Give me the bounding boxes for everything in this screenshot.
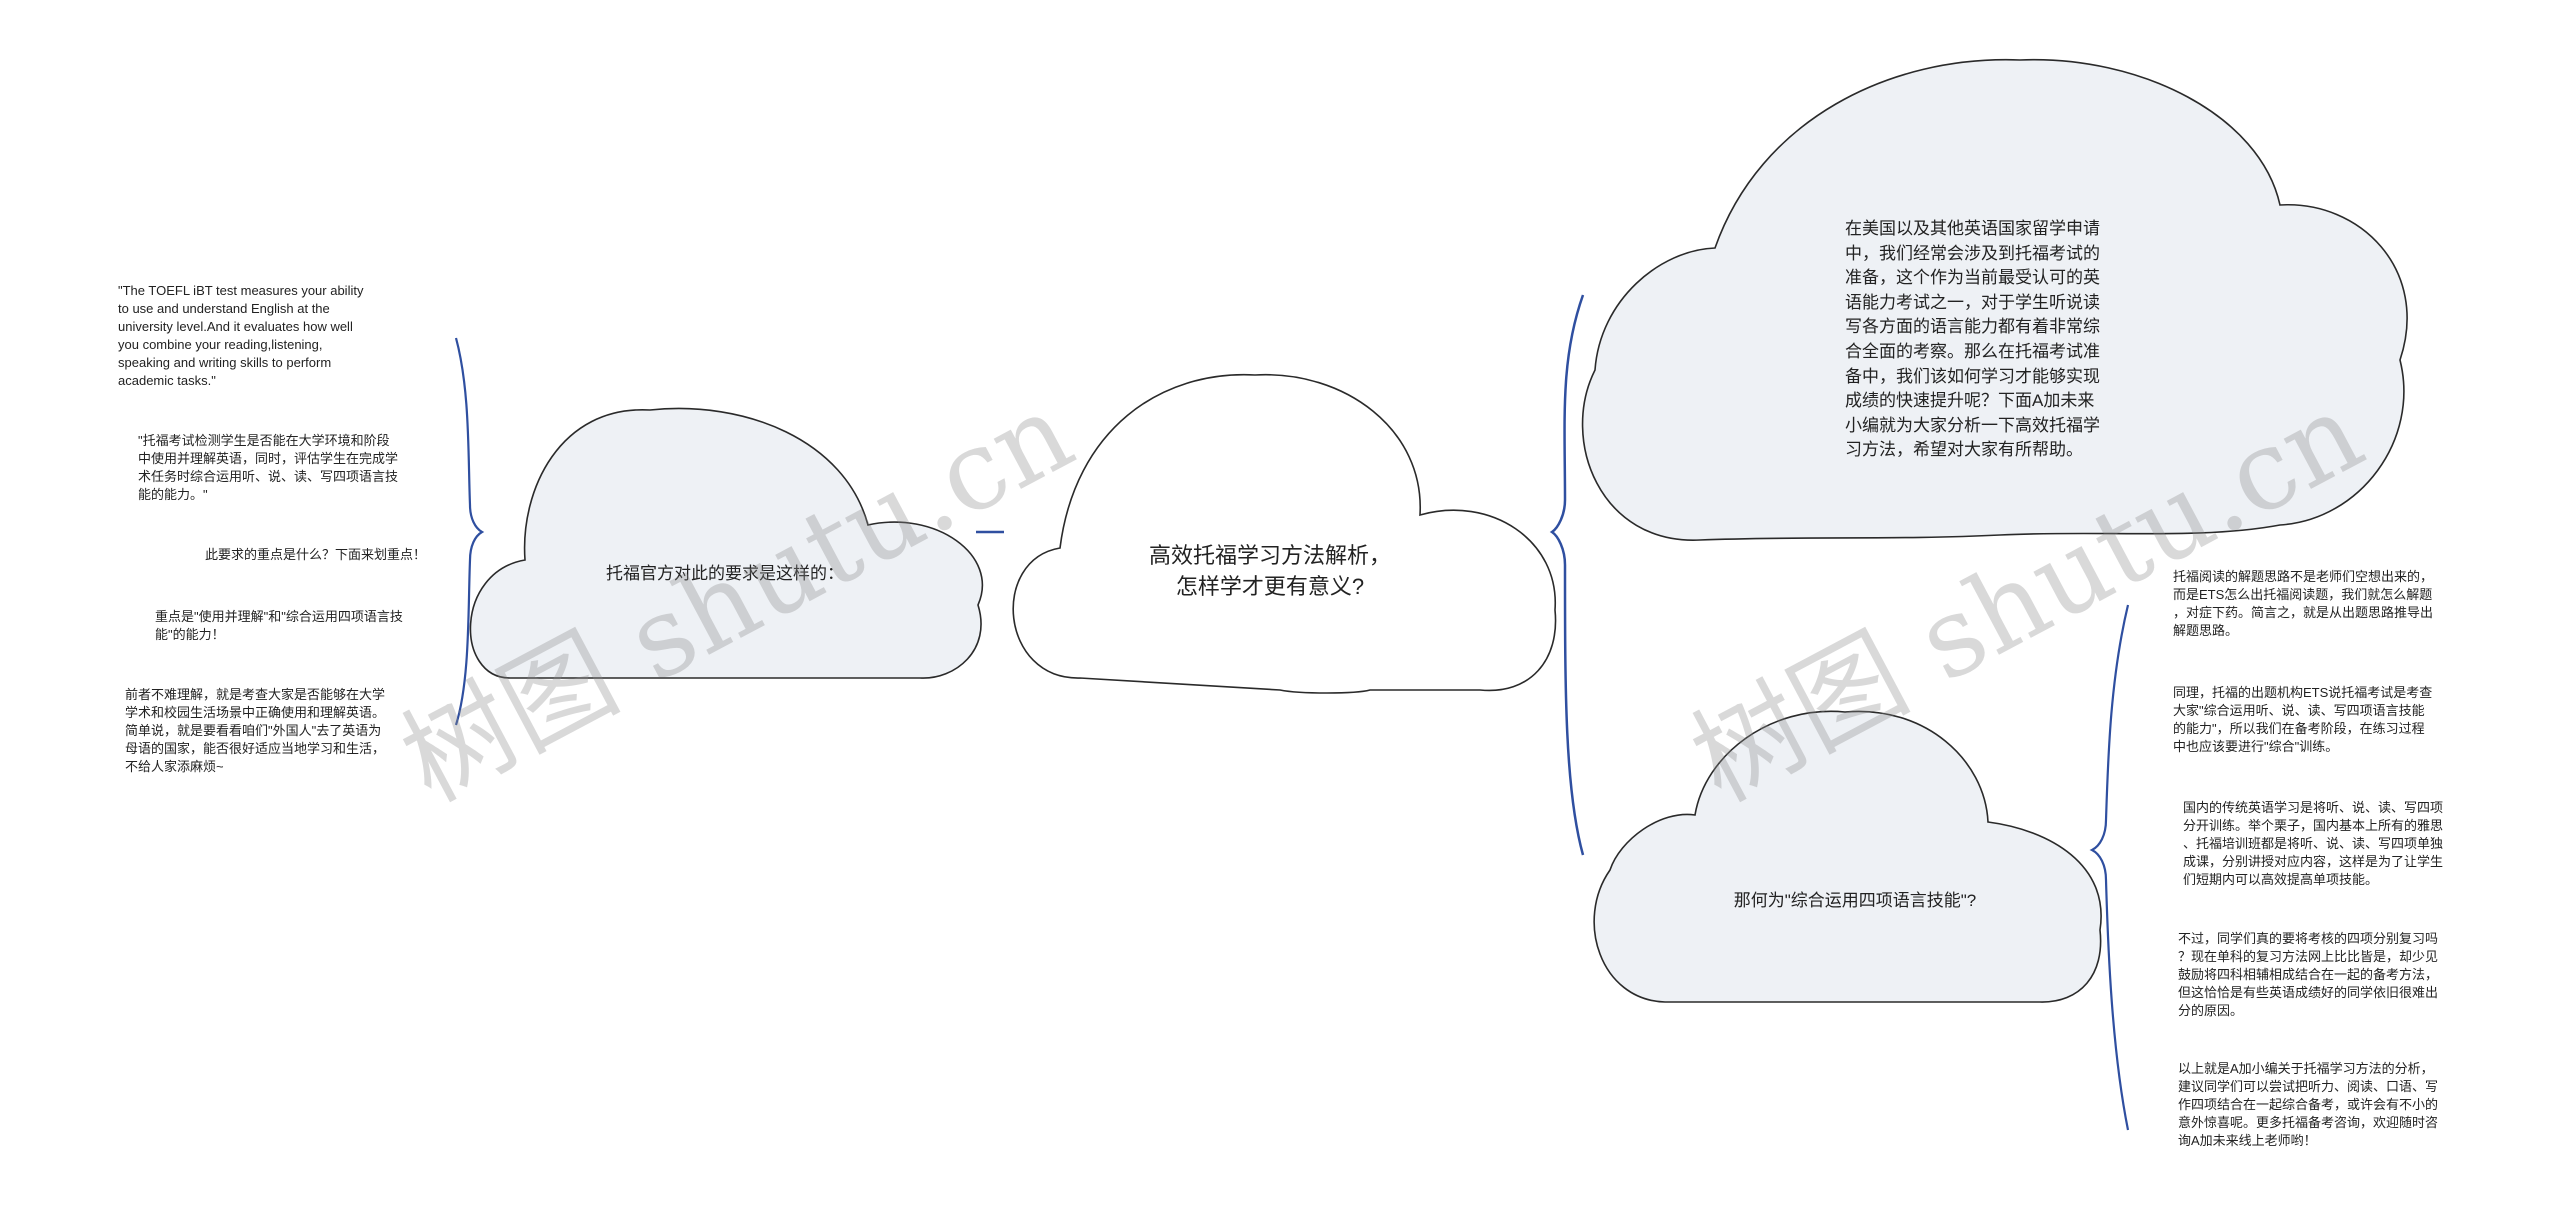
left-leaf-4[interactable]: 重点是"使用并理解"和"综合运用四项语言技 能"的能力！ (155, 609, 403, 642)
left-branch-topic[interactable]: 托福官方对此的要求是这样的： (606, 564, 844, 583)
root-topic[interactable]: 高效托福学习方法解析， 怎样学才更有意义? (1148, 543, 1391, 599)
brace-right-leaves (2089, 604, 2130, 1131)
cloud-right-bottom[interactable] (1593, 710, 2102, 1003)
cloud-left-branch[interactable] (469, 407, 984, 679)
right-leaf-1[interactable]: 托福阅读的解题思路不是老师们空想出来的， 而是ETS怎么出托福阅读题，我们就怎么… (2173, 569, 2434, 638)
left-leaf-2[interactable]: "托福考试检测学生是否能在大学环境和阶段 中使用并理解英语，同时，评估学生在完成… (138, 433, 399, 502)
brace-left-leaves (454, 337, 485, 726)
right-leaf-3[interactable]: 国内的传统英语学习是将听、说、读、写四项 分开训练。举个栗子，国内基本上所有的雅… (2183, 800, 2444, 887)
right-leaf-2[interactable]: 同理，托福的出题机构ETS说托福考试是考查 大家"综合运用听、说、读、写四项语言… (2173, 685, 2433, 754)
right-leaf-4[interactable]: 不过，同学们真的要将考核的四项分别复习吗 ？现在单科的复习方法网上比比皆是，却少… (2178, 931, 2439, 1018)
left-leaf-5[interactable]: 前者不难理解，就是考查大家是否能够在大学 学术和校园生活场景中正确使用和理解英语… (125, 687, 386, 774)
right-bottom-topic[interactable]: 那何为"综合运用四项语言技能"? (1733, 891, 1977, 910)
right-leaf-5[interactable]: 以上就是A加小编关于托福学习方法的分析， 建议同学们可以尝试把听力、阅读、口语、… (2178, 1061, 2439, 1148)
right-top-topic[interactable]: 在美国以及其他英语国家留学申请 中，我们经常会涉及到托福考试的 准备，这个作为当… (1845, 219, 2100, 460)
left-leaf-3[interactable]: 此要求的重点是什么？下面来划重点！ (205, 547, 427, 562)
brace-right-main (1549, 294, 1585, 856)
cloud-root[interactable] (1012, 373, 1557, 694)
left-leaf-1[interactable]: "The TOEFL iBT test measures your abilit… (118, 283, 364, 388)
cloud-right-top[interactable] (1581, 58, 2408, 541)
